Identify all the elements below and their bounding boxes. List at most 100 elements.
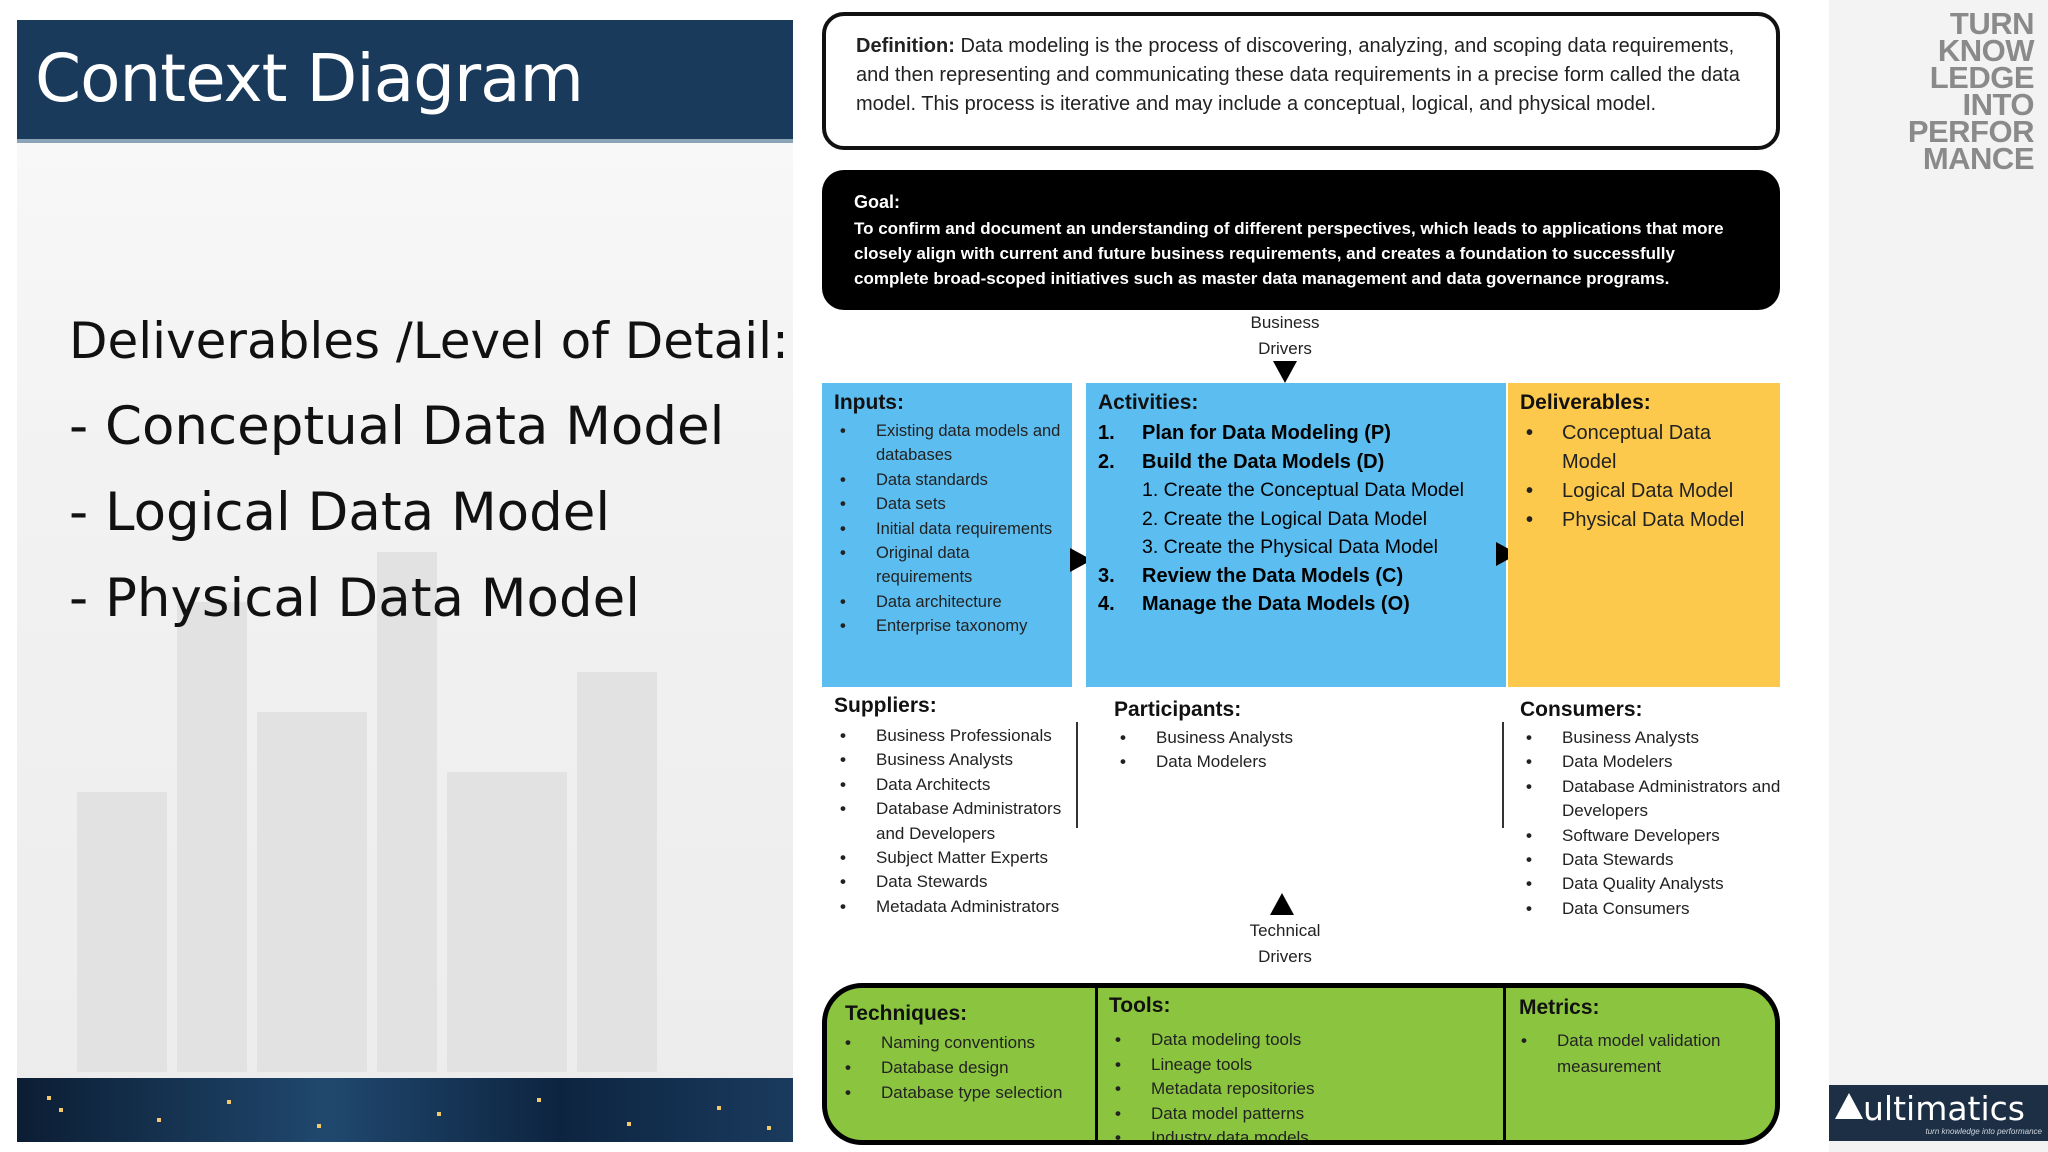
list-item: Data architecture xyxy=(834,590,1070,615)
activities-box: Activities: 1. Plan for Data Modeling (P)… xyxy=(1086,383,1506,687)
title-bar: Context Diagram xyxy=(17,20,793,143)
activity-item: 4. Manage the Data Models (O) xyxy=(1098,590,1503,619)
logo-tagline: turn knowledge into performance xyxy=(1925,1127,2042,1136)
list-item: Metadata repositories xyxy=(1109,1077,1399,1102)
list-item: Data sets xyxy=(834,492,1070,517)
list-item: Industry data models xyxy=(1109,1126,1399,1140)
list-item: Business Professionals xyxy=(834,724,1074,749)
activity-subitem: 1. Create the Conceptual Data Model xyxy=(1142,479,1464,501)
city-night-strip xyxy=(17,1078,793,1142)
left-panel: Context Diagram Deliverables /Level of D… xyxy=(17,20,793,1142)
list-item: Data modeling tools xyxy=(1109,1028,1399,1053)
participants-list: Business Analysts Data Modelers xyxy=(1114,726,1394,774)
list-item: Original data requirements xyxy=(834,541,1070,590)
activity-number: 2. xyxy=(1098,450,1115,473)
context-diagram: Definition: Data modeling is the process… xyxy=(820,0,1790,1152)
definition-label: Definition: xyxy=(856,35,955,57)
list-item: Business Analysts xyxy=(1114,726,1394,750)
deliverables-list: Conceptual Data Model Logical Data Model… xyxy=(1520,419,1770,535)
deliverable-item: - Conceptual Data Model xyxy=(69,396,725,457)
inputs-heading: Inputs: xyxy=(834,391,904,414)
tools-section: Tools: Data modeling tools Lineage tools… xyxy=(1099,988,1499,1140)
business-drivers-label: Business Drivers xyxy=(1250,313,1320,358)
activity-number: 3. xyxy=(1098,564,1115,587)
techniques-list: Naming conventions Database design Datab… xyxy=(839,1030,1099,1105)
list-item: Data Architects xyxy=(834,773,1074,798)
list-item: Business Analysts xyxy=(834,748,1074,773)
tools-list: Data modeling tools Lineage tools Metada… xyxy=(1109,1028,1399,1140)
list-item: Data Quality Analysts xyxy=(1520,872,1782,897)
list-item: Lineage tools xyxy=(1109,1053,1399,1078)
divider xyxy=(1095,988,1098,1140)
list-item: Software Developers xyxy=(1520,824,1782,849)
activities-heading: Activities: xyxy=(1098,391,1199,414)
deliverable-item: - Logical Data Model xyxy=(69,482,611,543)
list-item: Enterprise taxonomy xyxy=(834,614,1070,639)
window-light xyxy=(317,1124,321,1128)
slogan-line: LEDGE xyxy=(1929,60,2035,95)
list-item: Naming conventions xyxy=(839,1030,1099,1055)
metrics-heading: Metrics: xyxy=(1519,996,1600,1019)
deliverables-box-heading: Deliverables: xyxy=(1520,391,1651,414)
participants-section: Participants: Business Analysts Data Mod… xyxy=(1114,690,1414,810)
list-item: Physical Data Model xyxy=(1520,506,1770,535)
technical-drivers-label: Technical Drivers xyxy=(1249,921,1321,966)
list-item: Database Administrators and Developers xyxy=(1520,775,1782,824)
list-item: Database design xyxy=(839,1055,1099,1080)
list-item: Conceptual Data Model xyxy=(1520,419,1770,477)
goal-box: Goal: To confirm and document an underst… xyxy=(822,170,1780,310)
list-item: Subject Matter Experts xyxy=(834,846,1074,871)
background-building xyxy=(577,672,657,1072)
window-light xyxy=(437,1112,441,1116)
window-light xyxy=(227,1100,231,1104)
activity-item: 2.Build the Data Models (D) xyxy=(1098,448,1503,477)
divider xyxy=(1502,722,1504,828)
list-item: Database type selection xyxy=(839,1080,1099,1105)
definition-text: Definition: Data modeling is the process… xyxy=(856,32,1750,119)
window-light xyxy=(767,1126,771,1130)
activity-number: 4. xyxy=(1098,593,1115,615)
background-building xyxy=(77,792,167,1072)
activities-list: 1. Plan for Data Modeling (P) 2.Build the… xyxy=(1098,419,1503,619)
inputs-list: Existing data models and databases Data … xyxy=(834,419,1070,639)
divider xyxy=(1503,988,1506,1140)
slogan: TURN KNOW LEDGE INTO PERFOR MANCE xyxy=(1908,8,2035,176)
suppliers-section: Suppliers: Business Professionals Busine… xyxy=(822,690,1074,980)
suppliers-list: Business Professionals Business Analysts… xyxy=(834,724,1074,920)
definition-body: Data modeling is the process of discover… xyxy=(856,35,1740,115)
definition-box: Definition: Data modeling is the process… xyxy=(822,12,1780,150)
list-item: Metadata Administrators xyxy=(834,895,1074,920)
list-item: Data Stewards xyxy=(1520,848,1782,873)
list-item: Data model patterns xyxy=(1109,1102,1399,1127)
techniques-section: Techniques: Naming conventions Database … xyxy=(827,988,1095,1140)
logo-mark-icon xyxy=(1835,1093,1863,1119)
goal-label: Goal: xyxy=(854,192,901,212)
list-item: Database Administrators and Developers xyxy=(834,797,1074,846)
techniques-heading: Techniques: xyxy=(845,1002,968,1025)
deliverables-box: Deliverables: Conceptual Data Model Logi… xyxy=(1508,383,1780,687)
activity-number: 1. xyxy=(1098,422,1115,444)
activity-item: 1. Plan for Data Modeling (P) xyxy=(1098,419,1503,448)
consumers-heading: Consumers: xyxy=(1520,698,1643,721)
window-light xyxy=(537,1098,541,1102)
list-item: Data Modelers xyxy=(1114,750,1394,774)
list-item: Business Analysts xyxy=(1520,726,1782,751)
right-panel: TURN KNOW LEDGE INTO PERFOR MANCE ultima… xyxy=(1829,0,2048,1152)
background-building xyxy=(447,772,567,1072)
list-item: Data Consumers xyxy=(1520,897,1782,922)
metrics-list: Data model validation measurement xyxy=(1515,1028,1745,1080)
window-light xyxy=(47,1096,51,1100)
activity-text: Manage the Data Models (O) xyxy=(1142,593,1410,615)
slogan-line: MANCE xyxy=(1922,141,2035,176)
activity-text: Plan for Data Modeling (P) xyxy=(1142,422,1391,444)
list-item: Data model validation measurement xyxy=(1515,1028,1745,1080)
divider xyxy=(1076,722,1078,828)
participants-heading: Participants: xyxy=(1114,698,1242,721)
list-item: Data Stewards xyxy=(834,870,1074,895)
window-light xyxy=(627,1122,631,1126)
suppliers-heading: Suppliers: xyxy=(834,694,937,717)
background-building xyxy=(257,712,367,1072)
logo-text: ultimatics xyxy=(1863,1089,2026,1128)
slogan-line: KNOW xyxy=(1937,33,2035,68)
deliverable-item: - Physical Data Model xyxy=(69,568,640,629)
